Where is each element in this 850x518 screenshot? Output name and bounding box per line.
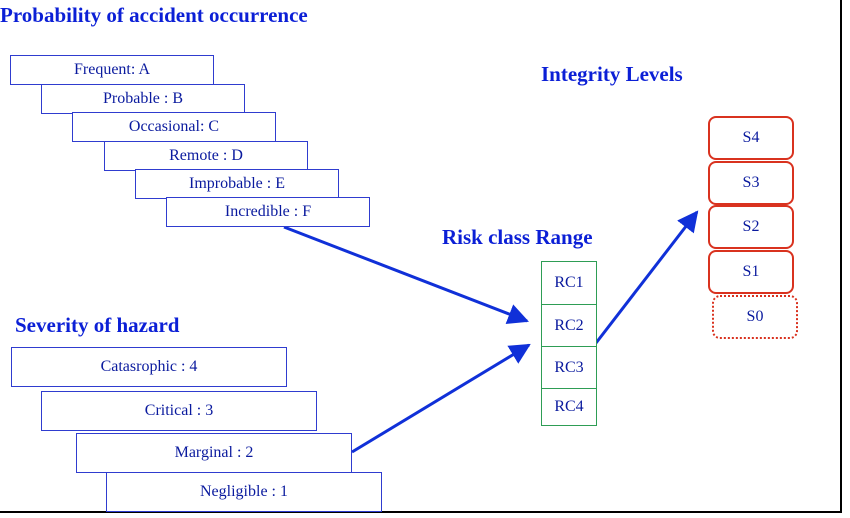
- severity-heading: Severity of hazard: [15, 313, 180, 337]
- severity-marginal-box: Marginal : 2: [76, 433, 352, 473]
- risk-class-range-heading: Risk class Range: [442, 225, 593, 249]
- severity-negligible-label: Negligible : 1: [200, 483, 288, 500]
- integrity-level-s4-label: S4: [742, 129, 760, 146]
- severity-negligible-box: Negligible : 1: [106, 472, 382, 512]
- probability-occasional-box: Occasional: C: [72, 112, 276, 142]
- severity-catastrophic-label: Catasrophic : 4: [100, 358, 198, 375]
- risk-class-rc1-label: RC1: [554, 274, 584, 291]
- arrow-probability-to-rc2: [283, 225, 529, 324]
- frame-bottom-border: [0, 511, 842, 513]
- risk-class-rc1: RC1: [541, 261, 597, 305]
- severity-catastrophic-box: Catasrophic : 4: [11, 347, 287, 387]
- risk-class-rc4: RC4: [541, 388, 597, 426]
- integrity-level-s1-label: S1: [742, 263, 760, 280]
- risk-class-rc3-label: RC3: [554, 358, 584, 376]
- probability-remote-box: Remote : D: [104, 141, 308, 171]
- probability-heading: Probability of accident occurrence: [0, 3, 308, 27]
- severity-marginal-label: Marginal : 2: [174, 444, 254, 461]
- risk-class-rc2-label: RC2: [554, 316, 584, 334]
- probability-improbable-box: Improbable : E: [135, 169, 339, 199]
- risk-class-rc4-label: RC4: [554, 398, 584, 415]
- arrow-rc2-to-integrity: [594, 210, 699, 344]
- integrity-level-s4: S4: [708, 116, 794, 160]
- probability-probable-box: Probable : B: [41, 84, 245, 114]
- probability-probable-label: Probable : B: [103, 90, 183, 107]
- integrity-level-s2: S2: [708, 205, 794, 249]
- integrity-level-s3-label: S3: [742, 174, 760, 191]
- integrity-level-s0: S0: [712, 295, 798, 339]
- probability-frequent-box: Frequent: A: [10, 55, 214, 85]
- arrow-severity-to-rc3: [351, 343, 531, 454]
- integrity-level-s0-label: S0: [746, 308, 764, 325]
- integrity-level-s1: S1: [708, 250, 794, 294]
- probability-remote-label: Remote : D: [169, 147, 243, 164]
- integrity-level-s3: S3: [708, 161, 794, 205]
- probability-frequent-label: Frequent: A: [74, 61, 150, 78]
- risk-class-rc2: RC2: [541, 304, 597, 347]
- risk-class-rc3: RC3: [541, 346, 597, 389]
- frame-right-border: [840, 0, 842, 513]
- probability-incredible-box: Incredible : F: [166, 197, 370, 227]
- severity-critical-label: Critical : 3: [144, 402, 214, 419]
- integrity-levels-heading: Integrity Levels: [541, 62, 683, 86]
- integrity-level-s2-label: S2: [742, 218, 760, 235]
- severity-critical-box: Critical : 3: [41, 391, 317, 431]
- probability-improbable-label: Improbable : E: [189, 175, 285, 192]
- probability-incredible-label: Incredible : F: [224, 203, 312, 220]
- probability-occasional-label: Occasional: C: [128, 118, 220, 135]
